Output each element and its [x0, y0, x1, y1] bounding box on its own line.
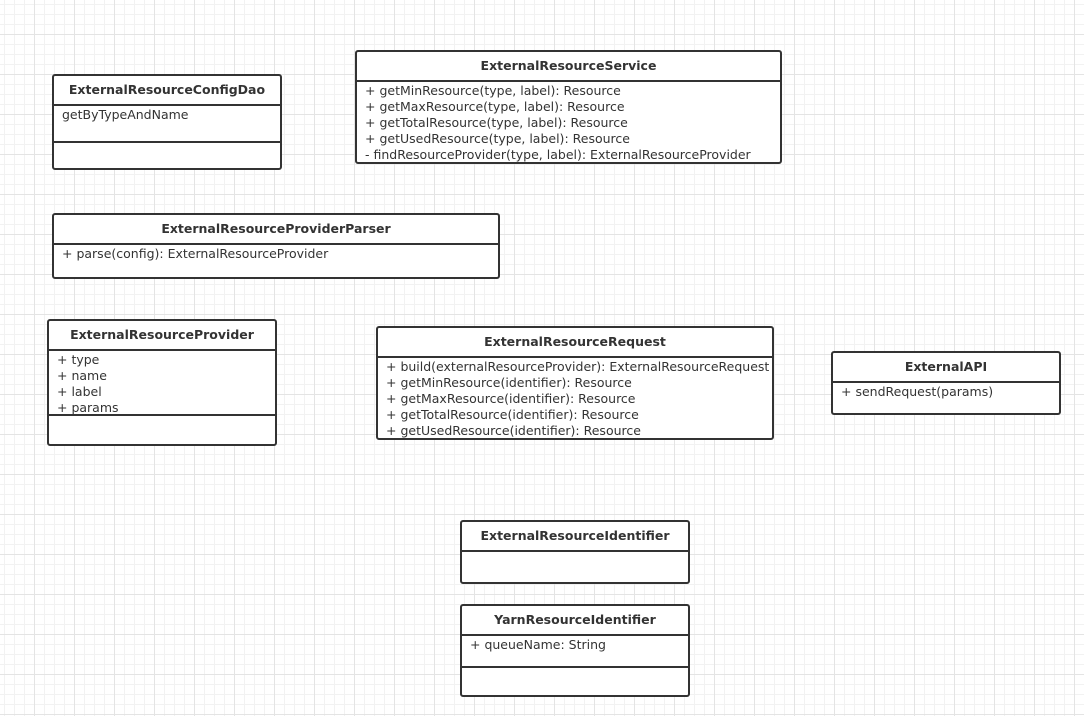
- operations-section: + getMinResource(type, label): Resource+…: [357, 82, 780, 162]
- member: + getUsedResource(identifier): Resource: [386, 423, 641, 438]
- class-name: ExternalAPI: [833, 353, 1059, 383]
- member: + parse(config): ExternalResourceProvide…: [62, 246, 329, 261]
- operations-section: + sendRequest(params): [833, 383, 1059, 413]
- class-name: ExternalResourceIdentifier: [462, 522, 688, 552]
- class-external-resource-provider[interactable]: ExternalResourceProvider+ type+ name+ la…: [47, 319, 277, 446]
- operations-section: [462, 666, 688, 695]
- member: + queueName: String: [470, 637, 606, 652]
- class-external-resource-request[interactable]: ExternalResourceRequest+ build(externalR…: [376, 326, 774, 440]
- class-name: ExternalResourceConfigDao: [54, 76, 280, 106]
- class-name: ExternalResourceProvider: [49, 321, 275, 351]
- attributes-section: getByTypeAndName: [54, 106, 280, 141]
- member: + build(externalResourceProvider): Exter…: [386, 359, 770, 374]
- class-external-resource-service[interactable]: ExternalResourceService+ getMinResource(…: [355, 50, 782, 164]
- class-external-api[interactable]: ExternalAPI+ sendRequest(params): [831, 351, 1061, 415]
- operations-section: [49, 414, 275, 444]
- member: + getMaxResource(type, label): Resource: [365, 99, 625, 114]
- member: + getMinResource(identifier): Resource: [386, 375, 632, 390]
- member: - findResourceProvider(type, label): Ext…: [365, 147, 751, 162]
- member: getByTypeAndName: [62, 107, 189, 122]
- class-name: ExternalResourceService: [357, 52, 780, 82]
- member: + type: [57, 352, 100, 367]
- operations-section: + parse(config): ExternalResourceProvide…: [54, 245, 498, 277]
- class-external-resource-identifier[interactable]: ExternalResourceIdentifier: [460, 520, 690, 584]
- attributes-section: [462, 552, 688, 582]
- member: + getMinResource(type, label): Resource: [365, 83, 621, 98]
- operations-section: [54, 141, 280, 168]
- member: + getUsedResource(type, label): Resource: [365, 131, 630, 146]
- class-name: ExternalResourceProviderParser: [54, 215, 498, 245]
- class-name: ExternalResourceRequest: [378, 328, 772, 358]
- class-external-resource-provider-parser[interactable]: ExternalResourceProviderParser+ parse(co…: [52, 213, 500, 279]
- member: + params: [57, 400, 119, 415]
- member: + getMaxResource(identifier): Resource: [386, 391, 636, 406]
- member: + getTotalResource(type, label): Resourc…: [365, 115, 628, 130]
- attributes-section: + queueName: String: [462, 636, 688, 666]
- member: + name: [57, 368, 107, 383]
- class-yarn-resource-identifier[interactable]: YarnResourceIdentifier+ queueName: Strin…: [460, 604, 690, 697]
- member: + getTotalResource(identifier): Resource: [386, 407, 639, 422]
- member: + label: [57, 384, 102, 399]
- member: + sendRequest(params): [841, 384, 994, 399]
- operations-section: + build(externalResourceProvider): Exter…: [378, 358, 772, 438]
- attributes-section: + type+ name+ label+ params: [49, 351, 275, 415]
- class-name: YarnResourceIdentifier: [462, 606, 688, 636]
